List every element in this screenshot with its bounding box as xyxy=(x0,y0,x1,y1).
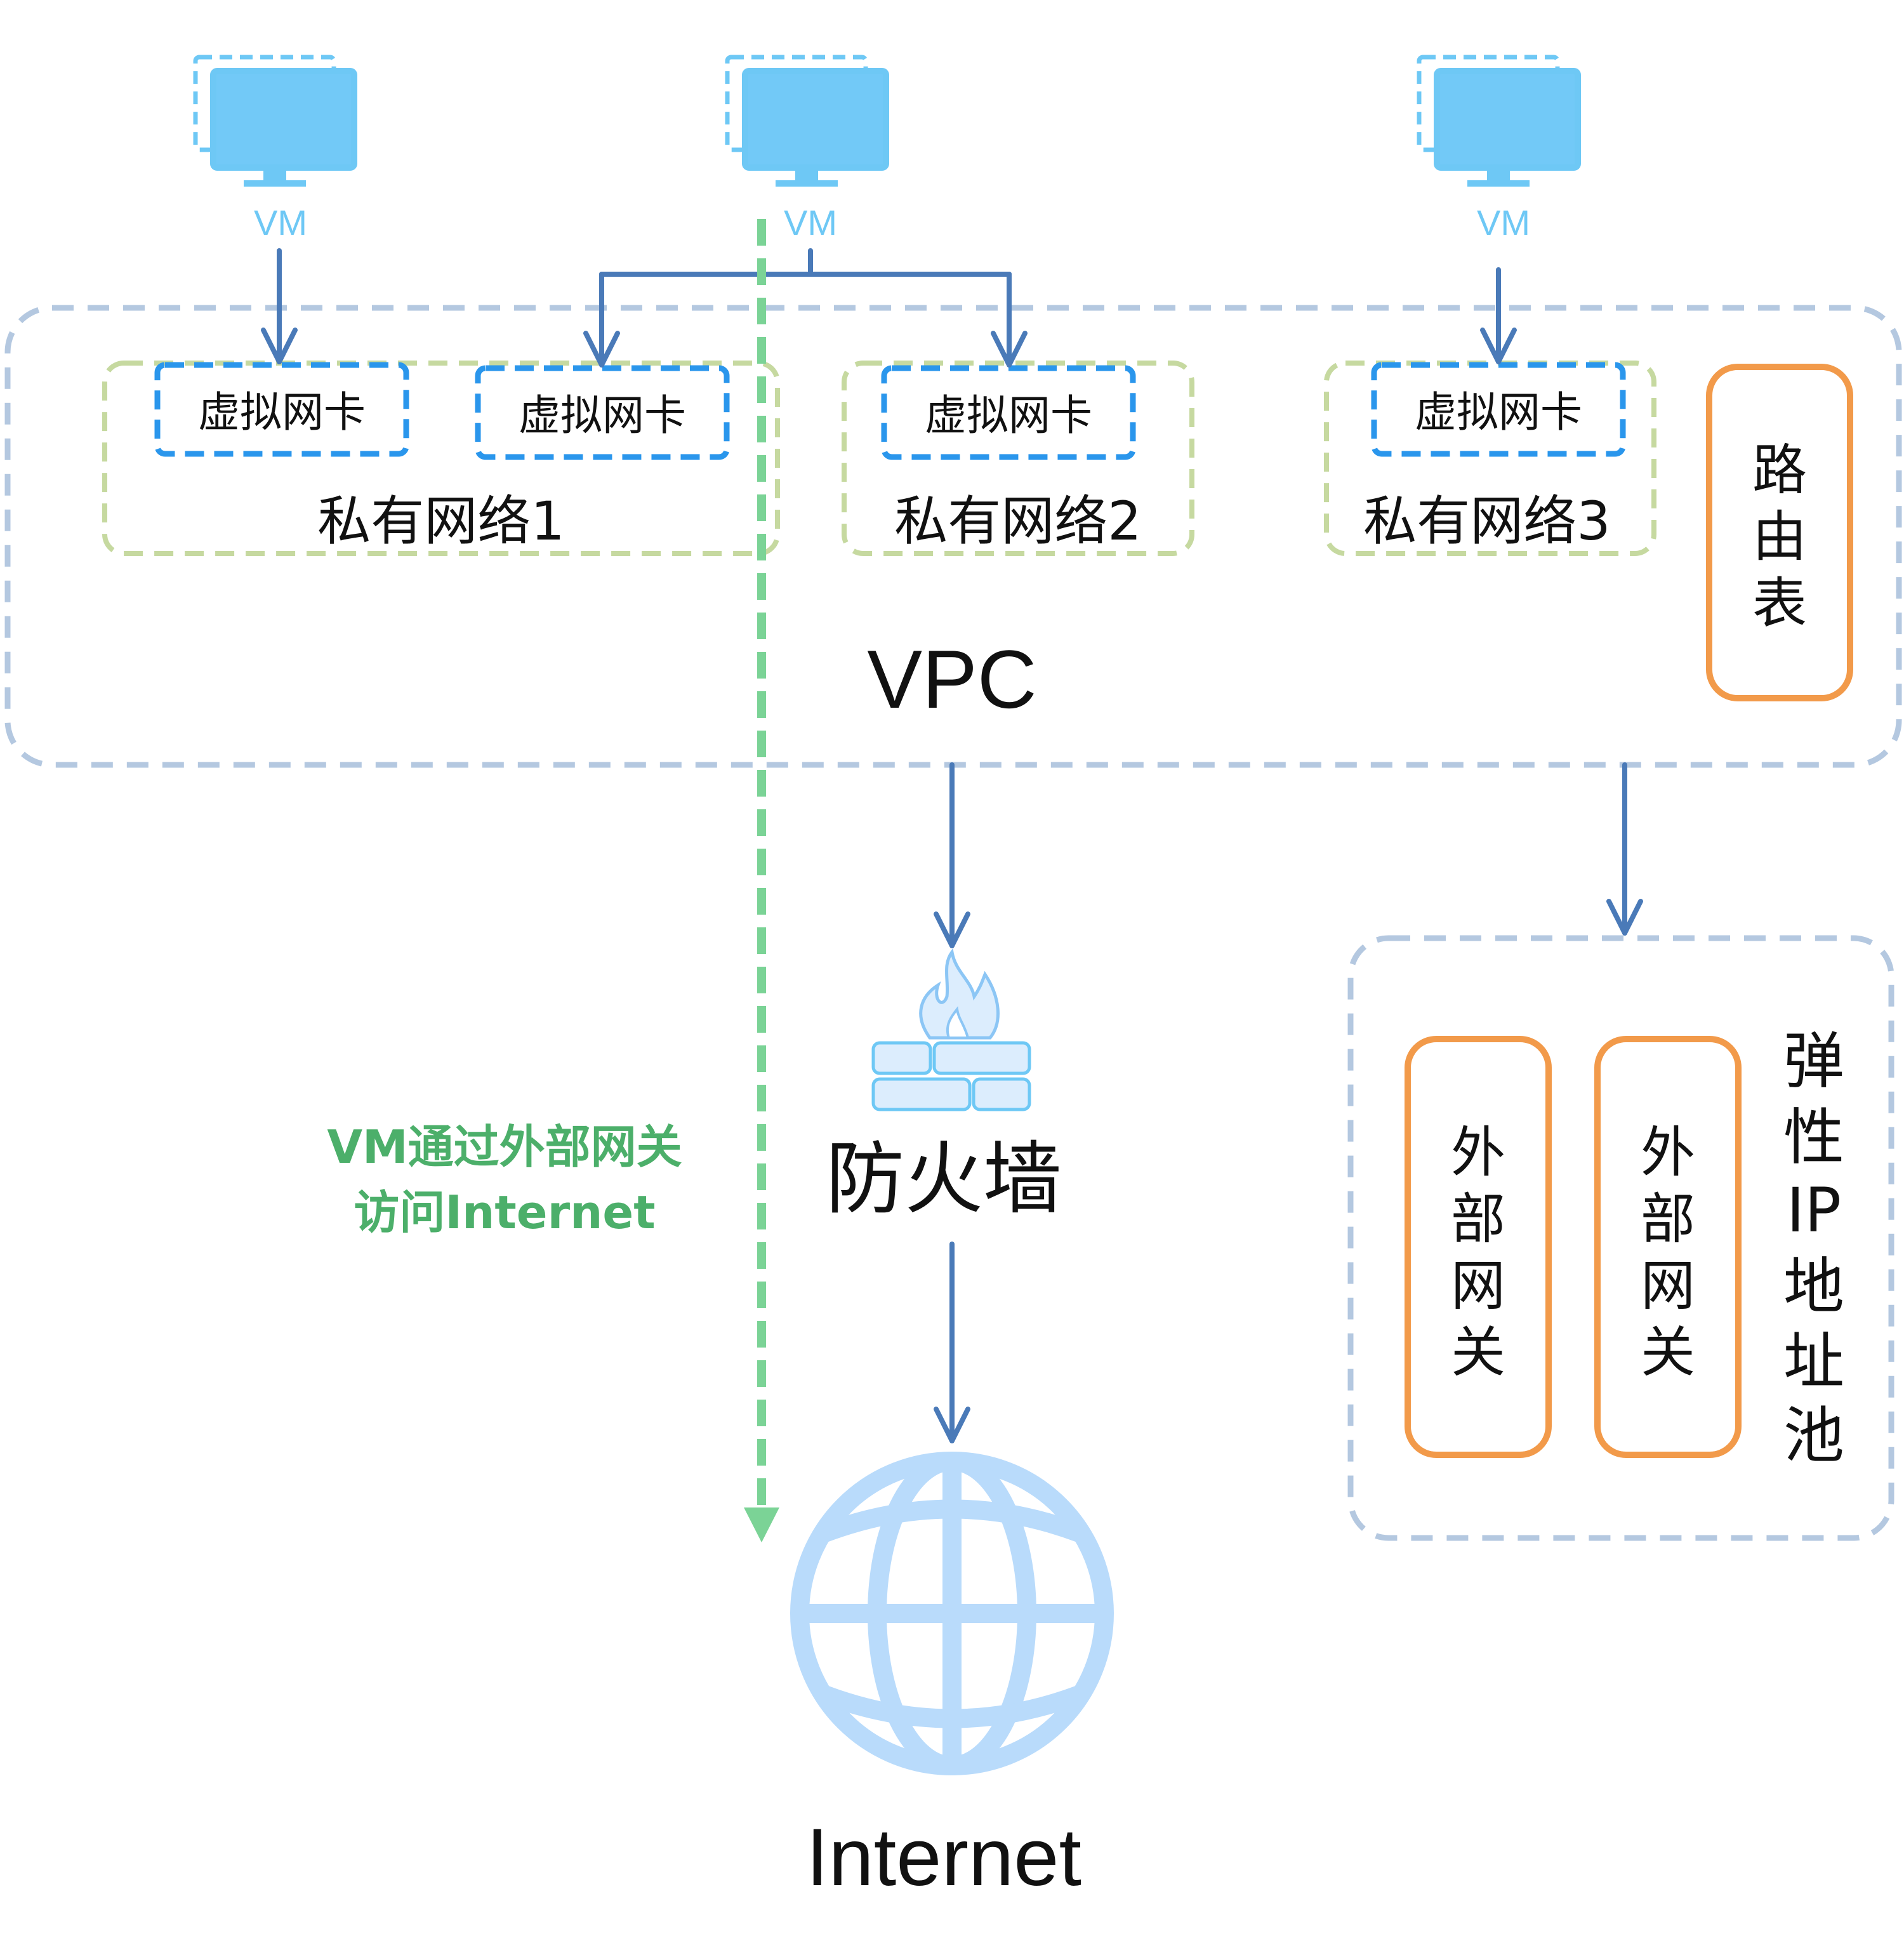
nic-label-2: 虚拟网卡 xyxy=(519,391,686,440)
nic-label-4: 虚拟网卡 xyxy=(1415,388,1582,437)
gateway-box-1 xyxy=(1405,1036,1552,1458)
vm-internet-path-arrowhead xyxy=(744,1507,779,1542)
eip-pool-label: 弹 性 IP 地 址 池 xyxy=(1783,1026,1844,1471)
svg-text:IP: IP xyxy=(1787,1175,1841,1246)
svg-text:由: 由 xyxy=(1752,505,1807,569)
note-line-2: 访问Internet xyxy=(354,1186,655,1239)
subnet-1-box xyxy=(102,361,780,556)
svg-text:弹: 弹 xyxy=(1783,1026,1844,1097)
note-line-1: VM通过外部网关 xyxy=(327,1120,682,1174)
svg-text:地: 地 xyxy=(1783,1251,1844,1322)
svg-text:部: 部 xyxy=(1451,1188,1505,1251)
subnet-3-box xyxy=(1324,361,1656,556)
svg-text:表: 表 xyxy=(1752,572,1807,635)
vpc-label: VPC xyxy=(867,633,1036,726)
nic-box-2 xyxy=(475,365,730,460)
svg-text:外: 外 xyxy=(1451,1121,1505,1184)
internet-label: Internet xyxy=(806,1812,1081,1903)
svg-text:网: 网 xyxy=(1641,1254,1695,1318)
svg-text:性: 性 xyxy=(1783,1102,1844,1173)
nic-box-1 xyxy=(154,362,409,457)
nic-box-4 xyxy=(1371,362,1626,457)
subnet-label-1: 私有网络1 xyxy=(317,490,564,552)
globe-icon xyxy=(790,1452,1114,1775)
route-table-box xyxy=(1706,364,1853,701)
svg-text:路: 路 xyxy=(1752,439,1807,502)
vm-label-3: VM xyxy=(1477,202,1530,242)
subnet-label-2: 私有网络2 xyxy=(894,490,1141,552)
svg-text:关: 关 xyxy=(1641,1321,1695,1384)
gateway-label-2: 外 部 网 关 xyxy=(1641,1121,1695,1384)
svg-text:址: 址 xyxy=(1783,1326,1844,1397)
svg-text:部: 部 xyxy=(1641,1188,1695,1251)
vm-label-1: VM xyxy=(254,202,307,242)
firewall-label: 防火墙 xyxy=(826,1134,1062,1225)
nic-label-1: 虚拟网卡 xyxy=(198,388,366,437)
subnet-label-3: 私有网络3 xyxy=(1363,490,1610,552)
gateway-label-1: 外 部 网 关 xyxy=(1451,1121,1505,1384)
vm-icon-1 xyxy=(193,55,357,187)
connector-arrows xyxy=(261,248,1643,1443)
route-table-label: 路 由 表 xyxy=(1752,439,1807,635)
svg-text:池: 池 xyxy=(1783,1400,1844,1471)
subnet-2-box xyxy=(842,361,1194,556)
svg-text:关: 关 xyxy=(1451,1321,1505,1384)
vm-icon-2 xyxy=(725,55,889,187)
firewall-icon xyxy=(871,948,1031,1111)
vm-label-2: VM xyxy=(784,202,837,242)
vm-icon-3 xyxy=(1417,55,1581,187)
eip-pool-container xyxy=(1347,935,1894,1541)
nic-box-3 xyxy=(881,365,1136,460)
nic-label-3: 虚拟网卡 xyxy=(925,391,1092,440)
gateway-box-2 xyxy=(1594,1036,1742,1458)
svg-text:外: 外 xyxy=(1641,1121,1695,1184)
svg-text:网: 网 xyxy=(1451,1254,1505,1318)
